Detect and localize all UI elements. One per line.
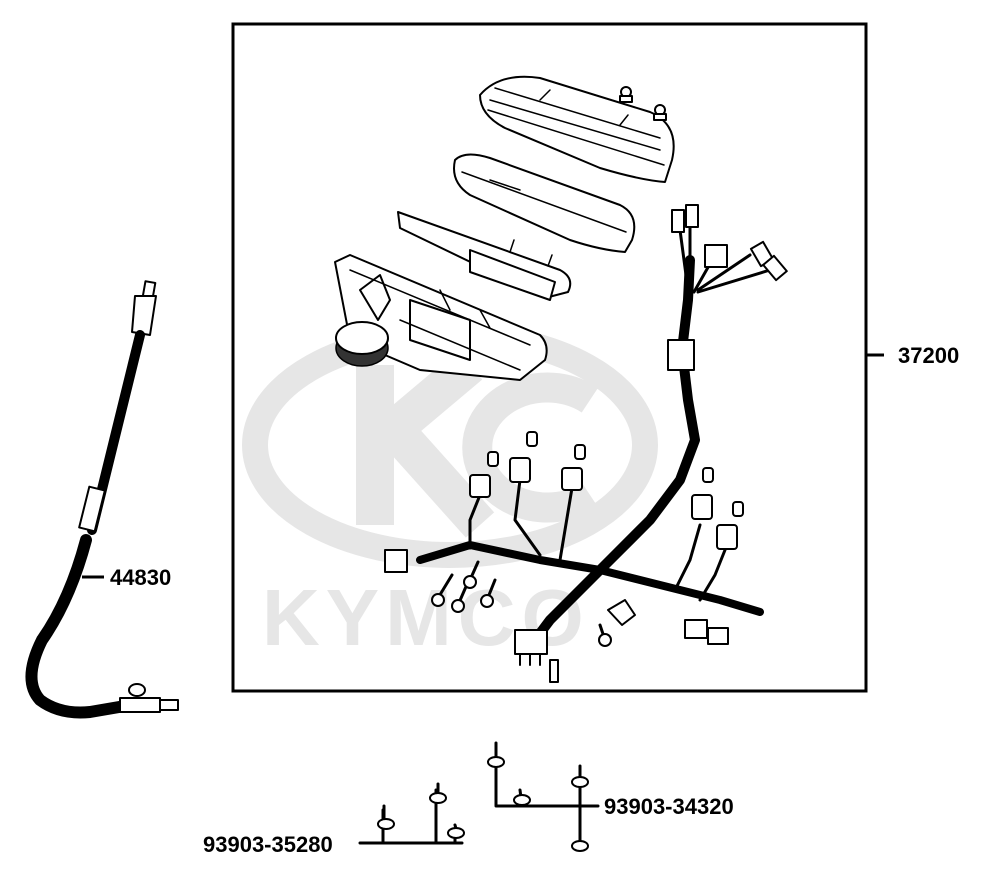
bulb-socket-2 xyxy=(509,431,538,483)
screw-b2 xyxy=(513,788,531,807)
part-label-44830: 44830 xyxy=(110,565,171,590)
cover-screw-1 xyxy=(619,86,633,103)
connector-right xyxy=(684,619,708,639)
bulb-socket-4 xyxy=(691,467,714,520)
connector-left xyxy=(384,549,408,573)
connector-main xyxy=(514,629,548,655)
assembly-frame xyxy=(231,22,868,693)
screw-a2 xyxy=(429,782,447,804)
connector-right-2 xyxy=(707,627,729,645)
wire-harness xyxy=(384,204,788,683)
harness-screws xyxy=(431,560,612,647)
meter-top-cover xyxy=(479,75,675,183)
screw-b3 xyxy=(571,764,589,788)
screw-a3 xyxy=(447,823,465,839)
bulb-socket-3 xyxy=(561,444,586,491)
bulb-socket-5 xyxy=(716,501,744,550)
terminal-1 xyxy=(671,209,685,233)
part-label-37200: 37200 xyxy=(898,343,959,368)
ground-terminal xyxy=(549,659,559,683)
kymco-watermark: KYMCO xyxy=(242,322,658,662)
screw-b4 xyxy=(571,828,589,852)
screw-b1 xyxy=(487,741,505,768)
speedometer-cable xyxy=(25,280,179,719)
screw-a1 xyxy=(377,804,395,830)
connector-top xyxy=(704,244,728,268)
terminal-2 xyxy=(685,204,699,228)
screw-set-a xyxy=(358,782,465,845)
meter-lens xyxy=(453,153,636,253)
part-label-93903-35280: 93903-35280 xyxy=(203,832,333,857)
bulb-socket-1 xyxy=(469,451,499,498)
watermark-logo-k xyxy=(356,350,495,538)
meter-dial-plate xyxy=(397,211,572,301)
terminal-4 xyxy=(762,254,788,282)
harness-clamp xyxy=(607,599,636,626)
cover-screw-2 xyxy=(653,104,667,121)
screw-set-b xyxy=(487,741,600,852)
watermark-logo-c xyxy=(462,372,599,523)
part-label-93903-34320: 93903-34320 xyxy=(604,794,734,819)
meter-base-case xyxy=(334,254,548,381)
